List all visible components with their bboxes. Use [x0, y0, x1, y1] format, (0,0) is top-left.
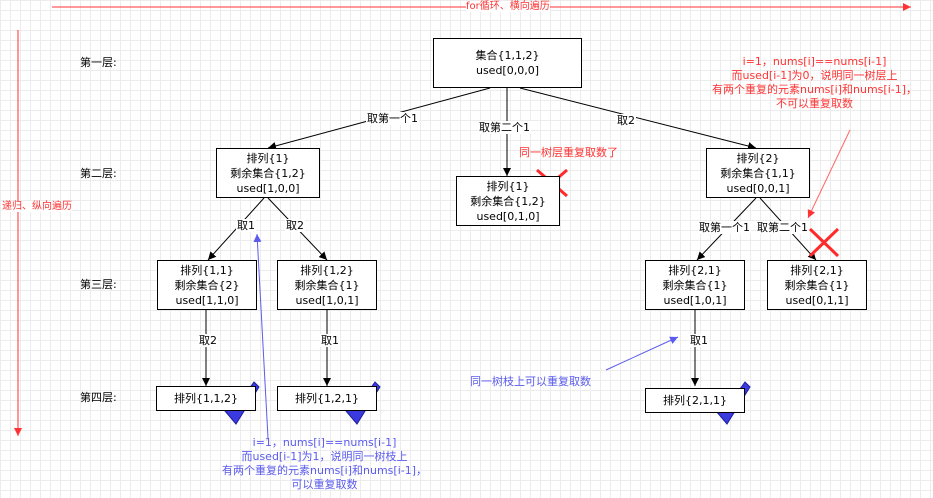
note-line: 不可以重复取数 — [776, 97, 854, 110]
tree-node-l4a: 排列{1,1,2} — [156, 386, 256, 411]
node-text: used[1,0,1] — [295, 293, 359, 307]
node-text: 排列{1,1} — [180, 263, 234, 277]
node-text: used[0,1,0] — [476, 209, 540, 223]
edge-label-c-d: 取第二个1 — [756, 221, 809, 234]
tree-node-l2c: 排列{2} 剩余集合{1,1} used[0,0,1] — [706, 148, 810, 198]
red-cross-icon — [808, 227, 840, 258]
vertical-axis-label: 递归、纵向遍历 — [2, 201, 72, 212]
tree-node-l4c: 排列{2,1,1} — [645, 388, 745, 413]
blue-annotation-arrow-mid — [605, 336, 679, 371]
edge-label-a-b: 取2 — [285, 219, 305, 232]
red-annotation-arrow — [807, 129, 851, 219]
node-text: used[1,1,0] — [175, 293, 239, 307]
note-line: i=1，nums[i]==nums[i-1] — [742, 55, 887, 68]
node-text: used[0,0,1] — [726, 181, 790, 195]
edge-label-root-b: 取第二个1 — [478, 121, 531, 134]
edge-label-root-a: 取第一个1 — [366, 112, 419, 125]
tree-node-l2b: 排列{1} 剩余集合{1,2} used[0,1,0] — [456, 176, 560, 226]
edge-label-root-c: 取2 — [616, 114, 636, 127]
node-text: 排列{1} — [246, 151, 290, 165]
red-explanation-note: i=1，nums[i]==nums[i-1] 而used[i-1]为0，说明同一… — [712, 55, 917, 111]
note-line: 而used[i-1]为1，说明同一树枝上 — [241, 450, 408, 463]
level-label-1: 第一层: — [80, 56, 117, 69]
tree-node-l3b: 排列{1,2} 剩余集合{1} used[1,0,1] — [277, 260, 377, 310]
tree-node-l3c: 排列{2,1} 剩余集合{1} used[1,0,1] — [645, 260, 745, 310]
note-line: 而used[i-1]为0，说明同一树层上 — [731, 69, 898, 82]
node-text: 剩余集合{1} — [784, 278, 850, 292]
note-line: i=1，nums[i]==nums[i-1] — [252, 436, 397, 449]
node-text: 集合{1,1,2} — [475, 49, 540, 62]
note-line: 有两个重复的元素nums[i]和nums[i-1]， — [222, 464, 428, 477]
level-label-3: 第三层: — [80, 278, 117, 291]
node-text: used[0,0,0] — [475, 64, 540, 77]
node-text: used[0,1,1] — [785, 293, 849, 307]
node-text: 排列{1,2,1} — [295, 392, 359, 405]
node-text: 剩余集合{1,2} — [230, 166, 306, 180]
edge-label-a-a: 取1 — [236, 219, 256, 232]
blue-explanation-note: i=1，nums[i]==nums[i-1] 而used[i-1]为1，说明同一… — [222, 436, 427, 492]
tree-node-root: 集合{1,1,2} used[0,0,0] — [433, 38, 582, 88]
tree-node-l3a: 排列{1,1} 剩余集合{2} used[1,1,0] — [157, 260, 257, 310]
note-line: 可以重复取数 — [291, 478, 358, 491]
edge-label-l3b-l4b: 取1 — [320, 334, 340, 347]
horizontal-axis-label: for循环、横向遍历 — [466, 1, 550, 12]
node-text: 排列{2,1} — [790, 263, 844, 277]
same-layer-duplicate-note: 同一树层重复取数了 — [519, 146, 618, 159]
node-text: used[1,0,0] — [236, 181, 300, 195]
node-text: 排列{2} — [736, 151, 780, 165]
edge-label-l3c-l4c: 取1 — [689, 334, 709, 347]
tree-node-l2a: 排列{1} 剩余集合{1,2} used[1,0,0] — [216, 148, 320, 198]
edge-root-to-l2c — [519, 87, 757, 150]
node-text: 排列{1,1,2} — [174, 392, 238, 405]
tree-node-l3d: 排列{2,1} 剩余集合{1} used[0,1,1] — [767, 260, 867, 310]
node-text: 剩余集合{2} — [174, 278, 240, 292]
note-line: 有两个重复的元素nums[i]和nums[i-1]， — [712, 83, 918, 96]
level-label-2: 第二层: — [80, 167, 117, 180]
level-label-4: 第四层: — [80, 391, 117, 404]
node-text: 剩余集合{1} — [662, 278, 728, 292]
node-text: used[1,0,1] — [663, 293, 727, 307]
node-text: 剩余集合{1,2} — [470, 194, 546, 208]
node-text: 剩余集合{1} — [294, 278, 360, 292]
edge-label-c-c: 取第一个1 — [698, 221, 751, 234]
tree-node-l4b: 排列{1,2,1} — [277, 386, 377, 411]
node-text: 排列{2,1} — [668, 263, 722, 277]
node-text: 排列{1} — [486, 179, 530, 193]
node-text: 排列{1,2} — [300, 263, 354, 277]
node-text: 排列{2,1,1} — [663, 394, 727, 407]
node-text: 剩余集合{1,1} — [720, 166, 796, 180]
blue-annotation-arrow-top — [253, 233, 269, 439]
edge-label-l3a-l4a: 取2 — [198, 334, 218, 347]
same-branch-note: 同一树枝上可以重复取数 — [470, 375, 591, 388]
